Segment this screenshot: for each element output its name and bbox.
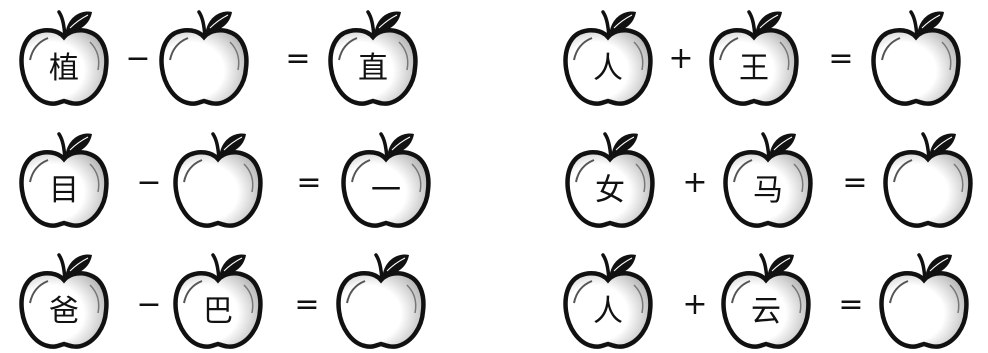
apple-left-3-a: 爸 [18,249,110,349]
equals-sign: = [836,290,866,320]
apple-left-3-b: 巴 [172,249,264,349]
apple-left-2-b [172,128,264,228]
apple-left-2-result: 一 [340,128,432,228]
plus-sign: + [666,44,696,74]
equals-sign: = [840,168,870,198]
minus-sign: − [134,290,164,320]
apple-char: 马 [722,174,814,208]
apple-char: 王 [708,52,800,86]
apple-left-1-b [158,6,250,106]
equals-sign: = [292,290,322,320]
apple-right-1-a: 人 [562,6,654,106]
apple-right-3-a: 人 [562,249,654,349]
apple-right-3-b: 云 [720,249,812,349]
apple-icon [172,128,264,228]
apple-char: 女 [564,174,656,208]
apple-icon [882,128,974,228]
plus-sign: + [680,290,710,320]
apple-right-2-a: 女 [564,128,656,228]
apple-right-2-b: 马 [722,128,814,228]
apple-icon [335,249,427,349]
apple-char: 人 [562,295,654,329]
apple-char: 爸 [18,295,110,329]
apple-right-1-b: 王 [708,6,800,106]
apple-icon [870,6,962,106]
apple-right-2-result [882,128,974,228]
apple-left-3-result [335,249,427,349]
apple-char: 直 [327,52,419,86]
apple-char: 人 [562,52,654,86]
apple-char: 植 [18,52,110,86]
minus-sign: − [123,44,153,74]
apple-char: 巴 [172,295,264,329]
apple-char: 一 [340,174,432,208]
apple-char: 目 [18,174,110,208]
apple-left-2-a: 目 [18,128,110,228]
equals-sign: = [826,44,856,74]
apple-right-3-result [878,249,970,349]
apple-right-1-result [870,6,962,106]
minus-sign: − [134,168,164,198]
apple-left-1-a: 植 [18,6,110,106]
apple-icon [878,249,970,349]
equals-sign: = [294,168,324,198]
plus-sign: + [680,168,710,198]
apple-icon [158,6,250,106]
apple-left-1-result: 直 [327,6,419,106]
equals-sign: = [283,44,313,74]
apple-char: 云 [720,295,812,329]
